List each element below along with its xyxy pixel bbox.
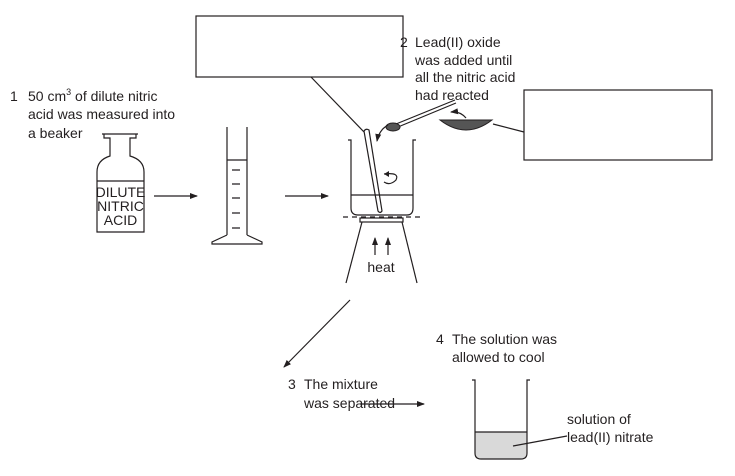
svg-text:Lead(II) oxide: Lead(II) oxide — [415, 34, 501, 50]
arrow-to-separation — [283, 299, 351, 368]
svg-text:DILUTE: DILUTE — [96, 184, 146, 200]
heat-label: heat — [367, 259, 394, 275]
svg-text:1: 1 — [10, 88, 18, 104]
solution-label: solution of — [567, 411, 631, 427]
acid-bottle: DILUTE NITRIC ACID — [96, 133, 146, 233]
svg-text:NITRIC: NITRIC — [97, 198, 144, 214]
svg-text:was separated: was separated — [303, 395, 395, 411]
stir-arrow-icon — [383, 173, 398, 185]
stirring-rod — [363, 128, 383, 214]
cooling-beaker: solution of lead(II) nitrate — [472, 379, 654, 460]
svg-text:a beaker: a beaker — [28, 125, 83, 141]
svg-text:The solution was: The solution was — [452, 331, 557, 347]
svg-text:3: 3 — [288, 376, 296, 392]
step2-text: 2 Lead(II) oxide was added until all the… — [400, 34, 515, 103]
svg-text:all the nitric acid: all the nitric acid — [415, 69, 515, 85]
svg-text:lead(II) nitrate: lead(II) nitrate — [567, 429, 654, 445]
label-line-to-rod — [310, 76, 365, 133]
heated-beaker — [348, 128, 416, 216]
svg-text:50 cm3 of dilute nitric: 50 cm3 of dilute nitric — [28, 87, 158, 104]
svg-text:allowed to cool: allowed to cool — [452, 349, 545, 365]
lead-oxide-dish — [438, 108, 494, 131]
measuring-cylinder — [211, 127, 263, 245]
answer-box-right[interactable] — [523, 89, 713, 161]
step4-text: 4 The solution was allowed to cool — [436, 331, 557, 365]
svg-text:2: 2 — [400, 34, 408, 50]
label-line-to-dish — [492, 123, 525, 133]
svg-text:ACID: ACID — [104, 212, 137, 228]
svg-text:had reacted: had reacted — [415, 87, 489, 103]
svg-text:was added until: was added until — [414, 52, 512, 68]
answer-box-top[interactable] — [195, 15, 404, 78]
spatula — [385, 99, 457, 132]
svg-text:acid was measured into: acid was measured into — [28, 106, 175, 122]
step3-text: 3 The mixture was separated — [288, 376, 395, 411]
svg-text:The mixture: The mixture — [304, 376, 378, 392]
gauze-tripod: heat — [343, 216, 420, 284]
svg-text:4: 4 — [436, 331, 444, 347]
step1-text: 1 50 cm3 of dilute nitric acid was measu… — [10, 87, 175, 141]
add-arrow — [375, 124, 389, 142]
